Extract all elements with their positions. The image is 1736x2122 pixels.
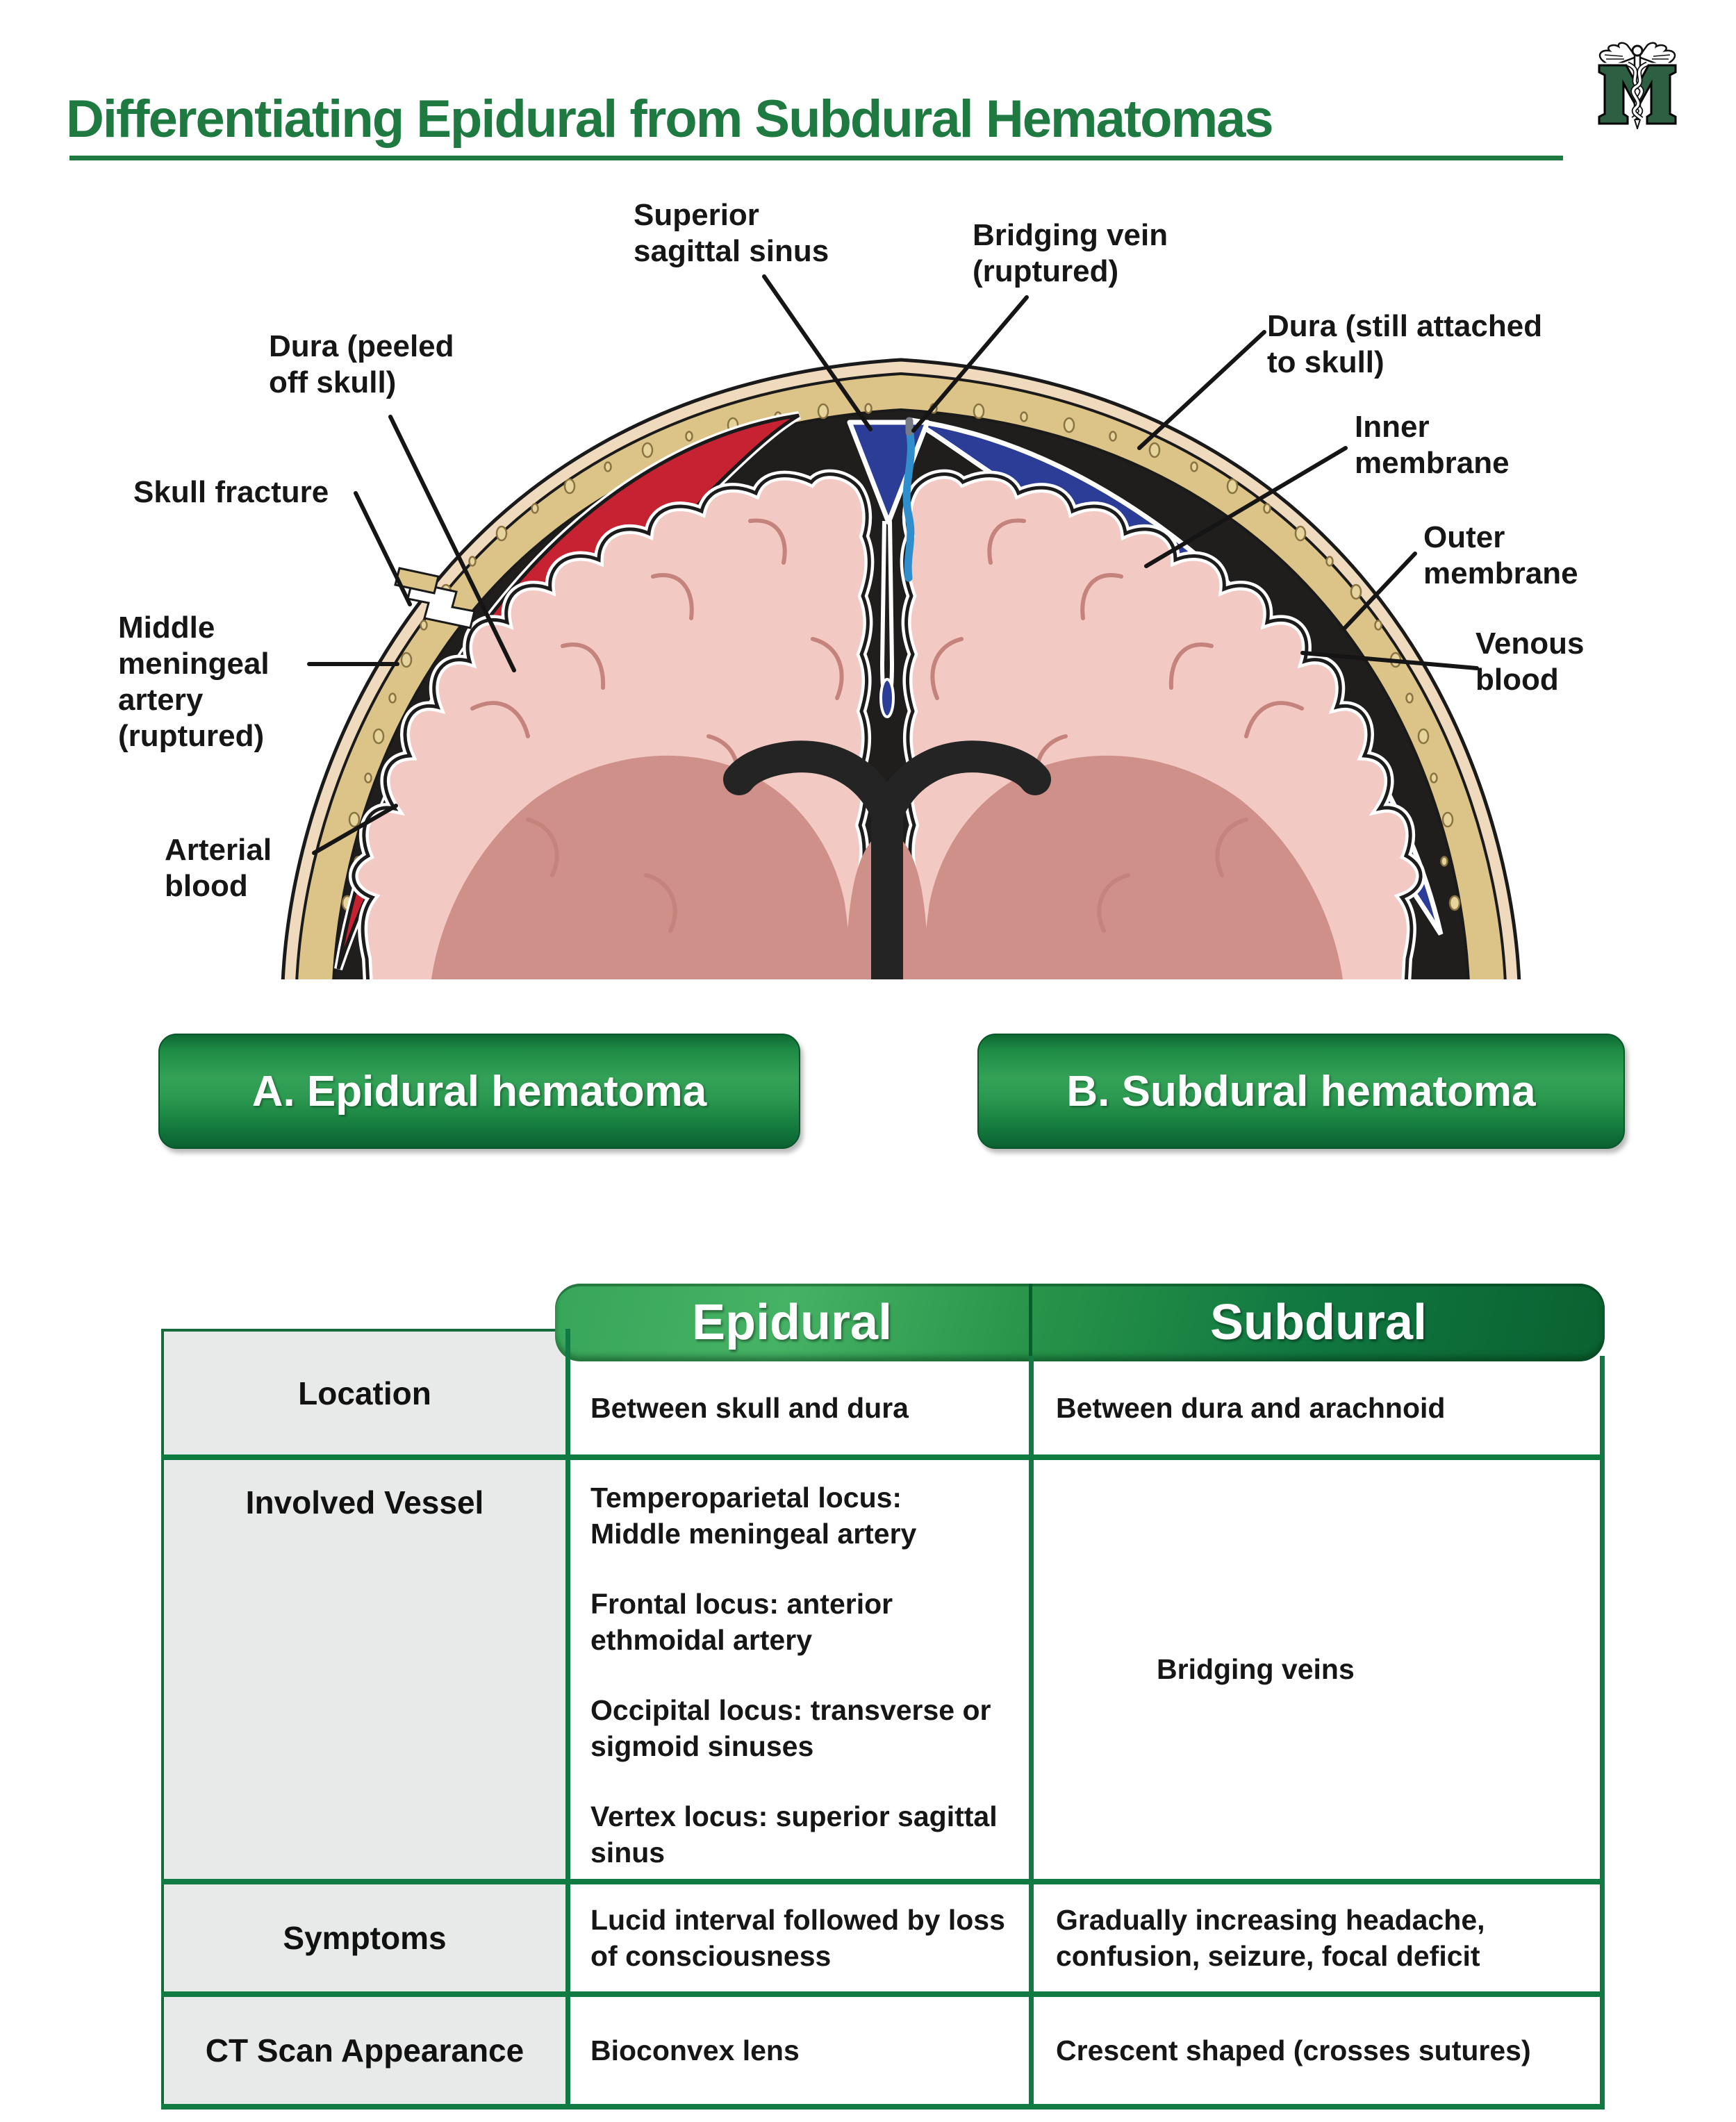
- caduceus-staff-icon: [1626, 44, 1648, 129]
- vessel-paragraph: Occipital locus: transverse or sigmoid s…: [590, 1693, 991, 1763]
- row-label-symptoms: Symptoms: [283, 1920, 447, 1956]
- page-title: Differentiating Epidural from Subdural H…: [66, 90, 1274, 149]
- cell-symptoms-epidural: Lucid interval followed by loss of consc…: [590, 1903, 1005, 1972]
- vessel-paragraph: Frontal locus: anterior ethmoidal artery: [590, 1587, 893, 1657]
- wings-icon: [1598, 42, 1676, 68]
- grid-line-vertical: [1600, 1356, 1605, 2109]
- row-label-involved-vessel: Involved Vessel: [245, 1484, 484, 1520]
- ventricles-shape: [723, 740, 1051, 979]
- column-header-epidural: Epidural: [691, 1295, 893, 1350]
- cell-ct-epidural: Bioconvex lens: [590, 2034, 800, 2066]
- label-bridging-vein: Bridging vein (ruptured): [973, 218, 1168, 288]
- grid-line-vertical: [1029, 1356, 1034, 2109]
- cell-location-epidural: Between skull and dura: [590, 1391, 909, 1424]
- label-inner-membrane: Inner membrane: [1355, 410, 1510, 480]
- label-skull-fracture: Skull fracture: [133, 475, 329, 509]
- cell-ct-subdural: Crescent shaped (crosses sutures): [1056, 2034, 1531, 2066]
- label-arterial-blood: Arterial blood: [165, 833, 272, 903]
- label-venous-blood: Venous blood: [1475, 627, 1585, 697]
- logo-m-caduceus-icon: [1596, 42, 1678, 129]
- bridging-vein-shape: [902, 425, 915, 582]
- label-middle-meningeal-artery: Middle meningeal artery (ruptured): [118, 611, 270, 753]
- cell-involved-vessel-epidural: Temperoparietal locus: Middle meningeal …: [590, 1479, 1014, 1905]
- inferior-sagittal-sinus: [879, 678, 895, 718]
- grid-line-vertical: [565, 1329, 570, 2109]
- vessel-paragraph: Temperoparietal locus: Middle meningeal …: [590, 1482, 917, 1550]
- brain-cross-section-illustration: [281, 358, 1521, 979]
- column-header-subdural: Subdural: [1209, 1295, 1427, 1350]
- row-label-location: Location: [298, 1375, 431, 1411]
- label-superior-sagittal-sinus: Superior sagittal sinus: [634, 198, 829, 268]
- label-outer-membrane: Outer membrane: [1423, 520, 1578, 590]
- cell-location-subdural: Between dura and arachnoid: [1056, 1391, 1446, 1424]
- grid-line-horizontal: [161, 1991, 1605, 1997]
- grid-line-horizontal: [161, 1879, 1605, 1884]
- cell-involved-vessel-subdural: Bridging veins: [1157, 1653, 1355, 1686]
- panel-b-subdural-hematoma: B. Subdural hematoma: [977, 1034, 1625, 1149]
- vessel-paragraph: Vertex locus: superior sagittal sinus: [590, 1800, 998, 1869]
- row-label-ct-scan: CT Scan Appearance: [205, 2032, 524, 2069]
- deep-brain-region: [431, 755, 1343, 979]
- cell-symptoms-subdural: Gradually increasing headache, confusion…: [1056, 1903, 1485, 1972]
- sulci-lines: [470, 518, 1304, 933]
- table-header: Epidural Subdural: [555, 1284, 1605, 1361]
- label-dura-attached: Dura (still attached to skull): [1267, 309, 1543, 379]
- title-underline: [69, 156, 1563, 160]
- panel-a-epidural-hematoma: A. Epidural hematoma: [158, 1034, 800, 1149]
- header-divider: [1029, 1284, 1032, 1361]
- label-dura-peeled: Dura (peeled off skull): [269, 329, 454, 399]
- grid-line-horizontal: [161, 1454, 1605, 1460]
- grid-line-horizontal: [161, 2104, 1605, 2109]
